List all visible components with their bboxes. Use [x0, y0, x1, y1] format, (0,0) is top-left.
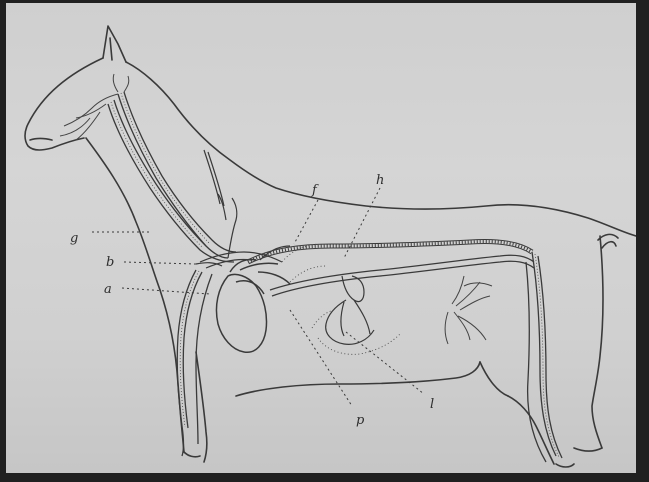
label-g: g: [70, 231, 78, 246]
neck-vessels: [108, 92, 236, 262]
horse-circulatory-diagram: a b g f h p l: [6, 3, 636, 473]
label-b: b: [106, 255, 114, 270]
heart: [216, 260, 290, 353]
label-l: l: [430, 397, 434, 412]
abdominal-dotted-field: [282, 244, 400, 354]
foreleg-vessels: [177, 270, 212, 456]
diagram-labels: a b g f h p l: [70, 173, 434, 428]
label-f: f: [311, 183, 319, 198]
posterior-vena-cava: [270, 255, 534, 296]
iliac-branches: [445, 276, 492, 344]
aorta: [248, 241, 532, 262]
label-a: a: [104, 282, 112, 297]
hind-leg-vessels: [526, 252, 562, 462]
label-p: p: [356, 413, 365, 428]
hind-leg-hatching: [535, 254, 559, 457]
label-pointers: [92, 188, 424, 406]
paper-page: a b g f h p l: [6, 3, 636, 473]
label-h: h: [376, 173, 384, 188]
